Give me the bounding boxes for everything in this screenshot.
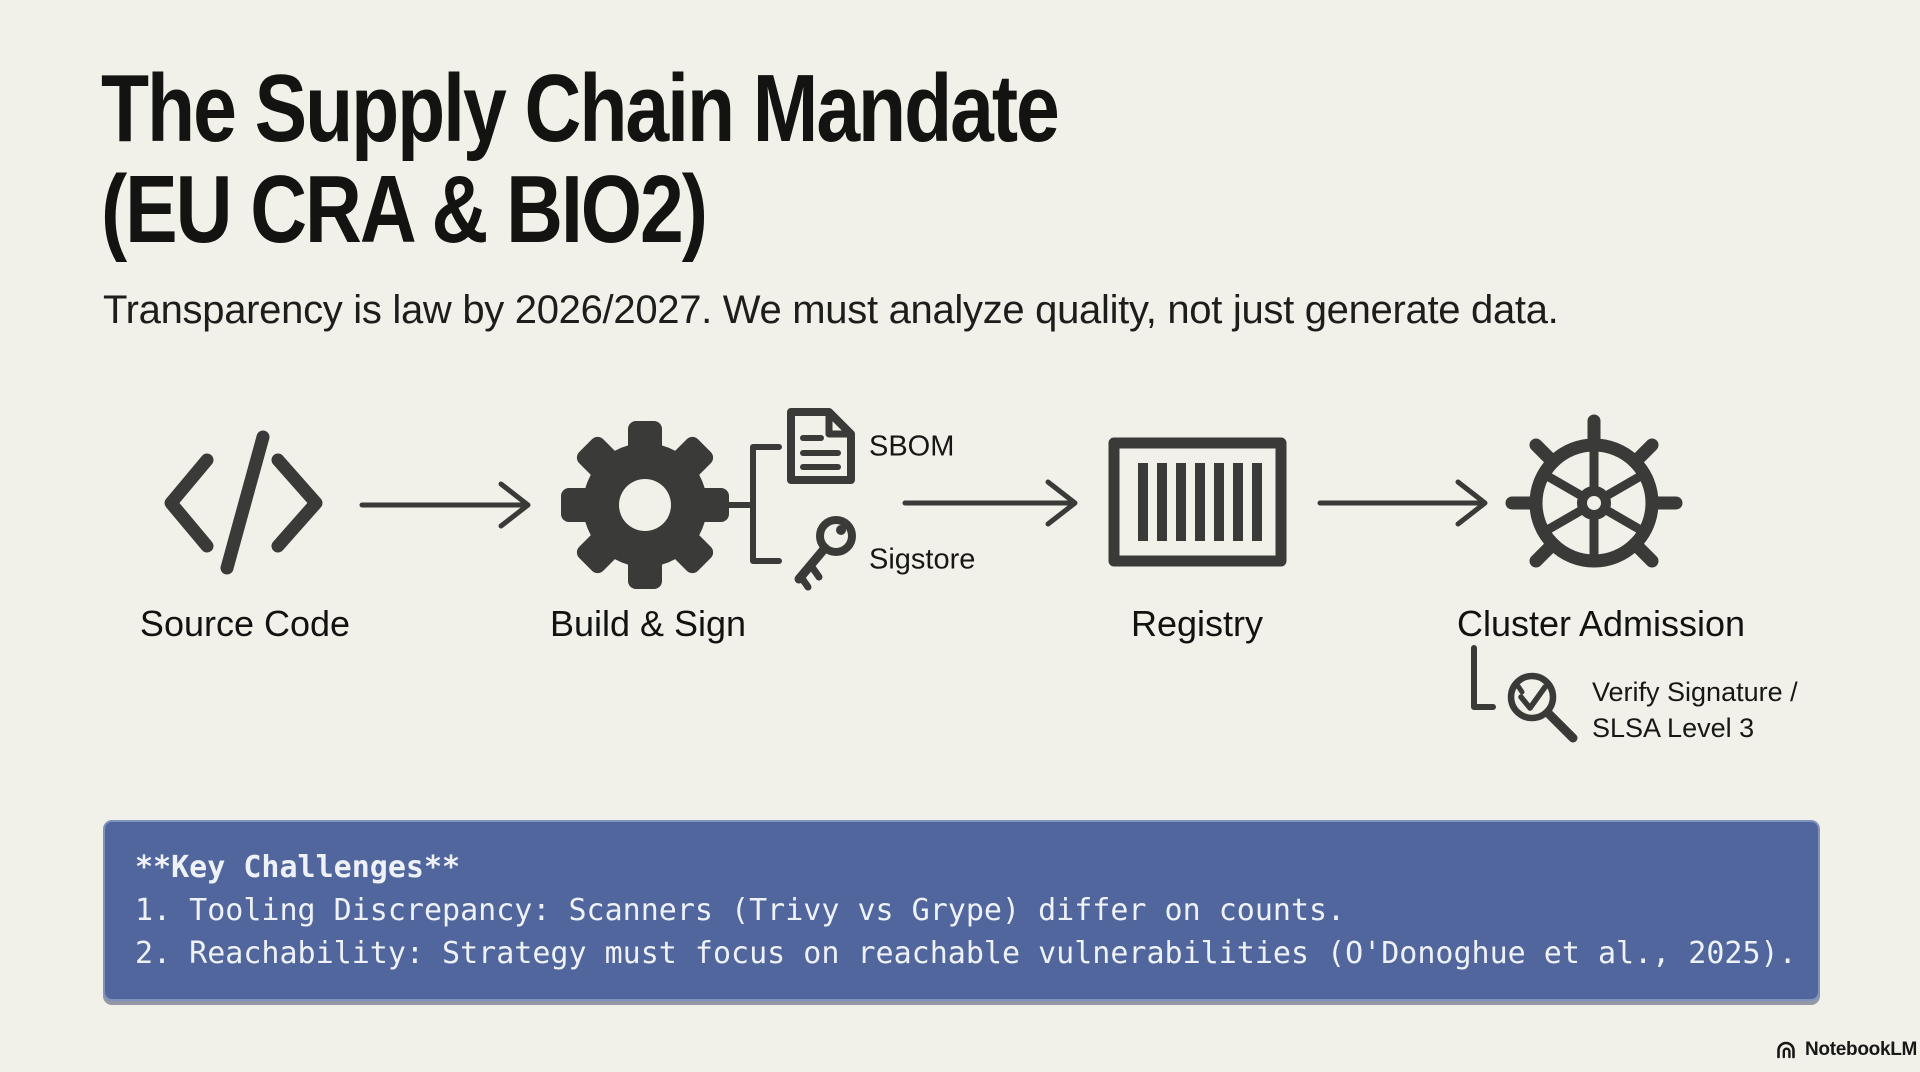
key-challenges-box: **Key Challenges** 1. Tooling Discrepanc… bbox=[103, 820, 1820, 1001]
container-registry-icon bbox=[1108, 437, 1287, 567]
artifact-label-sigstore: Sigstore bbox=[869, 543, 976, 576]
code-icon bbox=[164, 430, 323, 575]
admission-note-line2: SLSA Level 3 bbox=[1592, 713, 1755, 743]
node-label-source-code: Source Code bbox=[139, 603, 351, 644]
ship-wheel-icon bbox=[1505, 414, 1683, 568]
artifact-label-sbom: SBOM bbox=[869, 430, 955, 463]
node-label-build-sign: Build & Sign bbox=[549, 603, 747, 644]
gear-icon bbox=[561, 421, 729, 589]
node-label-cluster-admission: Cluster Admission bbox=[1456, 603, 1746, 644]
node-label-registry: Registry bbox=[1130, 603, 1264, 644]
page-title-line2: (EU CRA & BIO2) bbox=[101, 156, 708, 263]
challenges-heading: **Key Challenges** bbox=[135, 850, 461, 885]
flow-arrow bbox=[902, 479, 1078, 527]
watermark: NotebookLM bbox=[1774, 1038, 1917, 1062]
watermark-label: NotebookLM bbox=[1805, 1039, 1918, 1060]
document-icon bbox=[787, 408, 855, 484]
key-icon bbox=[794, 516, 856, 591]
page-title-line1: The Supply Chain Mandate bbox=[101, 55, 1060, 162]
admission-note: Verify Signature / SLSA Level 3 bbox=[1592, 674, 1798, 746]
challenge-item-2: 2. Reachability: Strategy must focus on … bbox=[135, 936, 1797, 971]
flow-arrow bbox=[359, 481, 531, 529]
flow-arrow bbox=[1317, 479, 1488, 527]
page-title: The Supply Chain Mandate (EU CRA & BIO2) bbox=[101, 55, 1060, 263]
notebooklm-logo-icon bbox=[1777, 1041, 1795, 1059]
challenge-item-1: 1. Tooling Discrepancy: Scanners (Trivy … bbox=[135, 893, 1346, 928]
subtitle: Transparency is law by 2026/2027. We mus… bbox=[103, 288, 1559, 332]
verify-magnifier-icon bbox=[1507, 672, 1578, 743]
elbow-connector bbox=[1471, 645, 1496, 710]
branch-bracket bbox=[721, 444, 782, 564]
admission-note-line1: Verify Signature / bbox=[1592, 677, 1798, 707]
